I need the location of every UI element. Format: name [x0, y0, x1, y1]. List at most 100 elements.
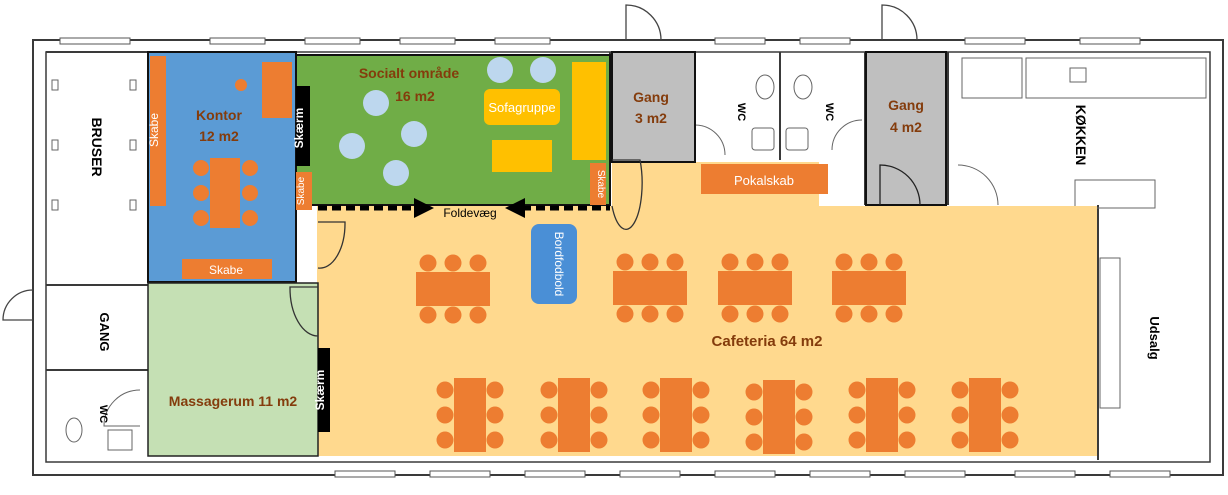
screen-label: Skærm: [292, 108, 306, 149]
skabe-bottom-label: Skabe: [209, 263, 243, 277]
cafeteria-chair: [885, 253, 903, 271]
kitchen-door-arc: [957, 164, 999, 206]
udsalg-counter: [1099, 257, 1121, 409]
shower-mark: [51, 79, 59, 91]
cafeteria-chair: [898, 406, 916, 424]
office-chair: [242, 160, 258, 176]
pokalskab: Pokalskab: [701, 164, 828, 194]
kitchen-counter: [961, 57, 1023, 99]
sofagruppe-label: Sofagruppe: [488, 100, 555, 115]
cafeteria-tables: [416, 253, 1019, 454]
wc-door-arc: [831, 119, 863, 151]
cafeteria-chair: [666, 305, 684, 323]
bordfodbold: Bordfodbold: [531, 224, 577, 304]
toilet: [793, 74, 813, 100]
window: [799, 37, 851, 45]
skabe-cabinet-left: [150, 56, 166, 206]
pokalskab-label: Pokalskab: [734, 173, 794, 188]
window: [1014, 470, 1076, 478]
folding-wall-arrow: [505, 198, 525, 218]
office-name: Kontor: [196, 107, 242, 123]
toilet: [755, 74, 775, 100]
lounge-chair: [383, 160, 409, 186]
gang-right-area: 4 m2: [890, 119, 922, 135]
cafeteria-chair: [616, 253, 634, 271]
cafeteria-chair: [885, 305, 903, 323]
cafeteria-chair: [540, 431, 558, 449]
pokalskab-cabinet: [701, 164, 828, 194]
foldevaeg-label: Foldevæg: [443, 206, 496, 220]
window: [59, 37, 131, 45]
cafeteria-chair: [436, 431, 454, 449]
door-arc: [625, 4, 662, 41]
cafeteria-chair: [436, 406, 454, 424]
cafeteria-table-group: [416, 254, 490, 324]
sink: [785, 127, 809, 151]
door-arc: [611, 159, 643, 230]
wc-label-1: WC: [735, 103, 747, 121]
sink: [751, 127, 775, 151]
door-arcs: [2, 4, 918, 321]
gang-right-floor: [865, 51, 947, 206]
cafeteria-chair: [540, 406, 558, 424]
cafeteria-chair: [692, 431, 710, 449]
cafeteria-chair: [692, 381, 710, 399]
cafeteria-chair: [795, 383, 813, 401]
kitchen-counter: [1074, 179, 1156, 209]
cafeteria-chair: [486, 406, 504, 424]
shower-mark: [51, 199, 59, 211]
window: [714, 470, 776, 478]
cafeteria-chair: [951, 431, 969, 449]
window: [964, 37, 1026, 45]
cafeteria-chair: [898, 431, 916, 449]
cafeteria-table: [718, 271, 792, 305]
massage-label: Massagerum 11 m2: [169, 393, 298, 409]
skabe-right-label: Skabe: [595, 170, 606, 199]
skabe-left-label: Skabe: [147, 113, 161, 147]
office-chairs: [193, 160, 258, 226]
massage-room: Massagerum 11 m2: [147, 282, 319, 457]
cafeteria-chair: [795, 433, 813, 451]
gang-label: GANG: [97, 313, 112, 352]
bruser-label: BRUSER: [89, 117, 105, 176]
cafeteria-table: [416, 272, 490, 306]
cafeteria-chair: [469, 254, 487, 272]
office-chair: [193, 210, 209, 226]
cafeteria-table-group: [540, 378, 608, 452]
wc-door-arc: [694, 124, 726, 156]
cafeteria-chair: [771, 253, 789, 271]
social-furniture: Sofagruppe Skabe: [339, 57, 606, 205]
cafeteria-chair: [771, 305, 789, 323]
office-chair: [193, 160, 209, 176]
cafeteria-chair: [692, 406, 710, 424]
cafeteria-chair: [641, 253, 659, 271]
door-arc: [879, 164, 921, 206]
lounge-chair: [530, 57, 556, 83]
cafeteria-table-group: [613, 253, 687, 323]
folding-wall: Foldevæg: [318, 198, 610, 220]
cafeteria-table: [613, 271, 687, 305]
cafeteria-table-group: [642, 378, 710, 452]
cafeteria-chair: [721, 253, 739, 271]
cafeteria-chair: [444, 306, 462, 324]
social-name: Socialt område: [359, 65, 460, 81]
window: [334, 470, 396, 478]
lounge-chair: [339, 133, 365, 159]
office-furniture: Skabe Skabe: [147, 56, 292, 279]
cafeteria-table-group: [951, 378, 1019, 452]
cafeteria-chair: [436, 381, 454, 399]
window: [429, 470, 491, 478]
office-desk: [262, 62, 292, 118]
wc-label-left: WC: [97, 405, 109, 423]
sofa: [572, 62, 606, 160]
office-table: [210, 158, 240, 228]
cafeteria-chair: [860, 305, 878, 323]
door-arc: [289, 286, 319, 337]
cafeteria-table: [558, 378, 590, 452]
cafeteria-chair: [616, 305, 634, 323]
cafeteria-chair: [642, 381, 660, 399]
bordfodbold-table: [531, 224, 577, 304]
cafeteria-chair: [835, 253, 853, 271]
social-room: Socialt område 16 m2: [295, 54, 611, 206]
